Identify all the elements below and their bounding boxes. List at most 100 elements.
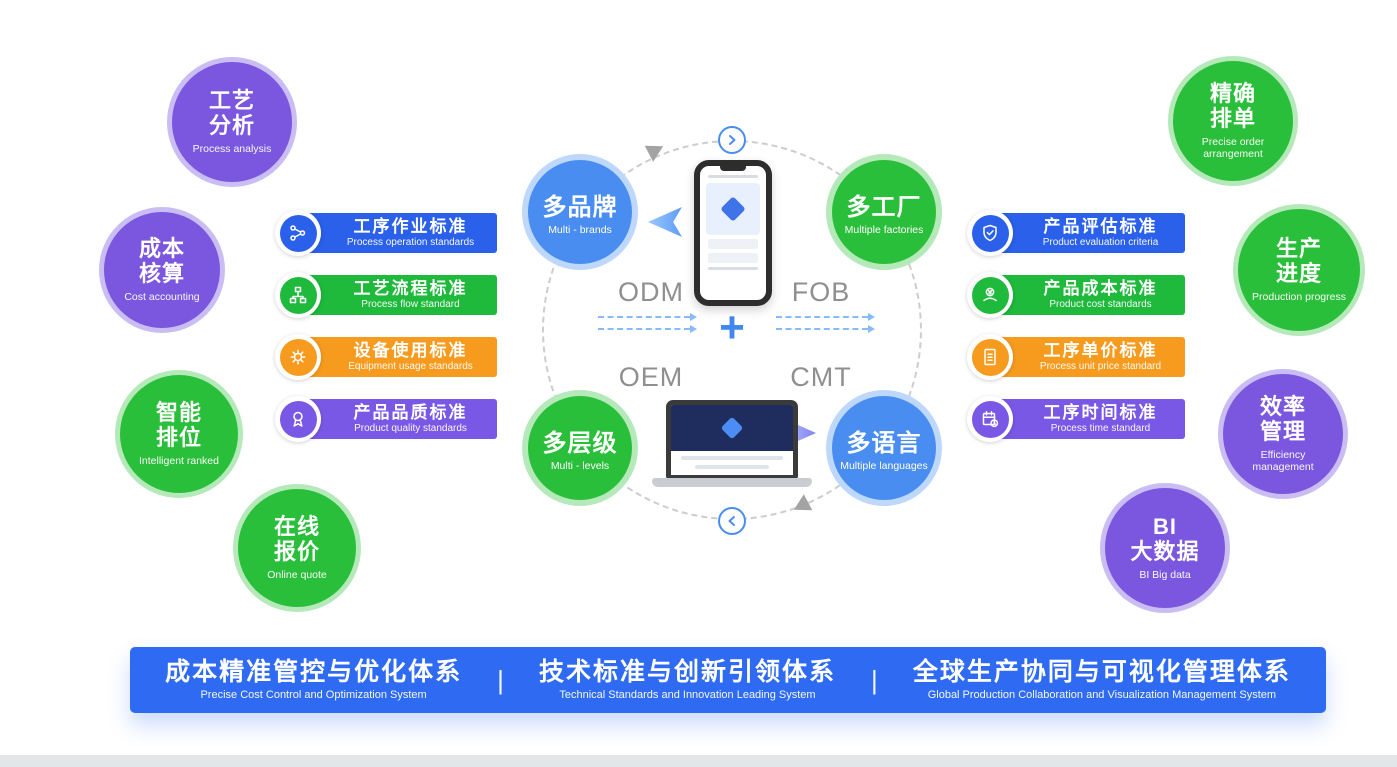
feature-circle-process-analysis: 工艺分析 Process analysis bbox=[172, 62, 292, 182]
node-multi-brands: 多品牌 Multi - brands bbox=[528, 160, 632, 264]
feature-subtitle: Precise order arrangement bbox=[1201, 135, 1265, 160]
node-multiple-languages: 多语言 Multiple languages bbox=[832, 396, 936, 500]
phone-screen-cell bbox=[708, 239, 758, 249]
icon-core bbox=[971, 400, 1009, 438]
time-calendar-clock-icon bbox=[982, 411, 999, 428]
dashed-arrow-right-1 bbox=[776, 313, 875, 321]
node-subtitle: Multiple factories bbox=[844, 224, 924, 237]
banner-body: 工艺流程标准 Process flow standard bbox=[298, 275, 497, 315]
banner-process-flow-standard: 工艺流程标准 Process flow standard bbox=[275, 272, 497, 318]
feature-title: 在线报价 bbox=[273, 514, 320, 564]
banner-product-quality-standards: 产品品质标准 Product quality standards bbox=[275, 396, 497, 442]
banner-process-operation-standards: 工序作业标准 Process operation standards bbox=[275, 210, 497, 256]
feature-title: 工艺分析 bbox=[208, 88, 255, 138]
icon-core bbox=[279, 338, 317, 376]
mode-label-oem: OEM bbox=[618, 362, 684, 392]
banner-title: 工序单价标准 bbox=[1043, 340, 1158, 360]
banner-body: 工序单价标准 Process unit price standard bbox=[990, 337, 1185, 377]
phone-mockup bbox=[694, 160, 772, 306]
system-item-global-production: 全球生产协同与可视化管理体系 Global Production Collabo… bbox=[913, 659, 1291, 701]
node-subtitle: Multi - levels bbox=[550, 460, 610, 473]
feature-subtitle: Online quote bbox=[267, 568, 327, 581]
feature-circle-cost-accounting: 成本核算 Cost accounting bbox=[104, 212, 220, 328]
node-title: 多品牌 bbox=[542, 194, 618, 222]
feature-subtitle: Production progress bbox=[1252, 290, 1346, 303]
laptop-mockup bbox=[666, 400, 798, 480]
system-title: 技术标准与创新引领体系 bbox=[538, 658, 836, 687]
feature-subtitle: Intelligent ranked bbox=[139, 454, 219, 467]
banner-icon-wrap bbox=[275, 396, 321, 442]
node-multi-levels: 多层级 Multi - levels bbox=[528, 396, 632, 500]
quality-medal-icon bbox=[293, 411, 303, 427]
chevron-left-icon bbox=[728, 516, 735, 526]
phone-notch bbox=[720, 166, 746, 171]
feature-subtitle: Process analysis bbox=[192, 142, 272, 155]
phone-screen-cell bbox=[708, 253, 758, 263]
banner-title: 产品成本标准 bbox=[1043, 278, 1158, 298]
equipment-gear-icon bbox=[290, 349, 306, 365]
banner-separator: | bbox=[871, 664, 878, 695]
banner-separator: | bbox=[497, 664, 504, 695]
banner-icon-wrap bbox=[275, 272, 321, 318]
icon-core bbox=[971, 276, 1009, 314]
carousel-next-button[interactable] bbox=[718, 126, 746, 154]
mode-label-fob: FOB bbox=[791, 277, 851, 307]
system-subtitle: Precise Cost Control and Optimization Sy… bbox=[200, 688, 427, 701]
bottom-systems-banner: 成本精准管控与优化体系 Precise Cost Control and Opt… bbox=[130, 647, 1326, 713]
banner-title: 工艺流程标准 bbox=[353, 278, 468, 298]
banner-subtitle: Process flow standard bbox=[361, 299, 460, 311]
node-subtitle: Multiple languages bbox=[840, 460, 928, 473]
laptop-screen-line bbox=[681, 456, 783, 460]
icon-core bbox=[971, 214, 1009, 252]
feature-title: 成本核算 bbox=[138, 236, 185, 286]
banner-subtitle: Product quality standards bbox=[354, 423, 467, 435]
mode-label-cmt: CMT bbox=[790, 362, 852, 392]
banner-title: 设备使用标准 bbox=[353, 340, 468, 360]
dashed-arrow-left-2 bbox=[598, 325, 697, 333]
price-document-icon bbox=[984, 348, 996, 366]
banner-body: 产品评估标准 Product evaluation criteria bbox=[990, 213, 1185, 253]
banner-body: 设备使用标准 Equipment usage standards bbox=[298, 337, 497, 377]
banner-process-time-standard: 工序时间标准 Process time standard bbox=[967, 396, 1185, 442]
banner-icon-wrap bbox=[967, 334, 1013, 380]
banner-icon-wrap bbox=[275, 210, 321, 256]
banner-subtitle: Process unit price standard bbox=[1039, 361, 1162, 373]
phone-screen-hero bbox=[706, 183, 760, 235]
phone-screen-line bbox=[708, 175, 758, 178]
phone-cube-graphic bbox=[720, 196, 746, 222]
banner-icon-wrap bbox=[967, 396, 1013, 442]
banner-body: 产品成本标准 Product cost standards bbox=[990, 275, 1185, 315]
banner-subtitle: Process operation standards bbox=[346, 237, 475, 249]
feature-circle-online-quote: 在线报价 Online quote bbox=[238, 489, 356, 607]
process-operation-icon bbox=[290, 225, 306, 241]
carousel-prev-button[interactable] bbox=[718, 507, 746, 535]
system-subtitle: Technical Standards and Innovation Leadi… bbox=[559, 688, 816, 701]
laptop-screen-line bbox=[695, 465, 769, 469]
chevron-right-icon bbox=[729, 135, 736, 145]
system-title: 全球生产协同与可视化管理体系 bbox=[912, 658, 1291, 687]
banner-title: 工序时间标准 bbox=[1043, 402, 1158, 422]
node-subtitle: Multi - brands bbox=[548, 224, 612, 237]
banner-process-unit-price-standard: 工序单价标准 Process unit price standard bbox=[967, 334, 1185, 380]
node-multiple-factories: 多工厂 Multiple factories bbox=[832, 160, 936, 264]
feature-circle-intelligent-ranked: 智能排位 Intelligent ranked bbox=[120, 375, 238, 493]
banner-subtitle: Product evaluation criteria bbox=[1042, 237, 1159, 249]
banner-body: 工序作业标准 Process operation standards bbox=[298, 213, 497, 253]
dashed-arrow-right-2 bbox=[776, 325, 875, 333]
banner-icon-wrap bbox=[275, 334, 321, 380]
laptop-screen-hero bbox=[671, 405, 793, 451]
process-flow-icon bbox=[289, 286, 307, 304]
system-title: 成本精准管控与优化体系 bbox=[165, 658, 463, 687]
banner-body: 工序时间标准 Process time standard bbox=[990, 399, 1185, 439]
window-edge-strip bbox=[0, 755, 1397, 767]
banner-subtitle: Process time standard bbox=[1050, 423, 1151, 435]
feature-circle-precise-order: 精确排单 Precise order arrangement bbox=[1173, 61, 1293, 181]
banner-icon-wrap bbox=[967, 210, 1013, 256]
cost-coin-hand-icon bbox=[983, 287, 997, 302]
banner-body: 产品品质标准 Product quality standards bbox=[298, 399, 497, 439]
phone-screen-line bbox=[708, 267, 758, 270]
banner-icon-wrap bbox=[967, 272, 1013, 318]
